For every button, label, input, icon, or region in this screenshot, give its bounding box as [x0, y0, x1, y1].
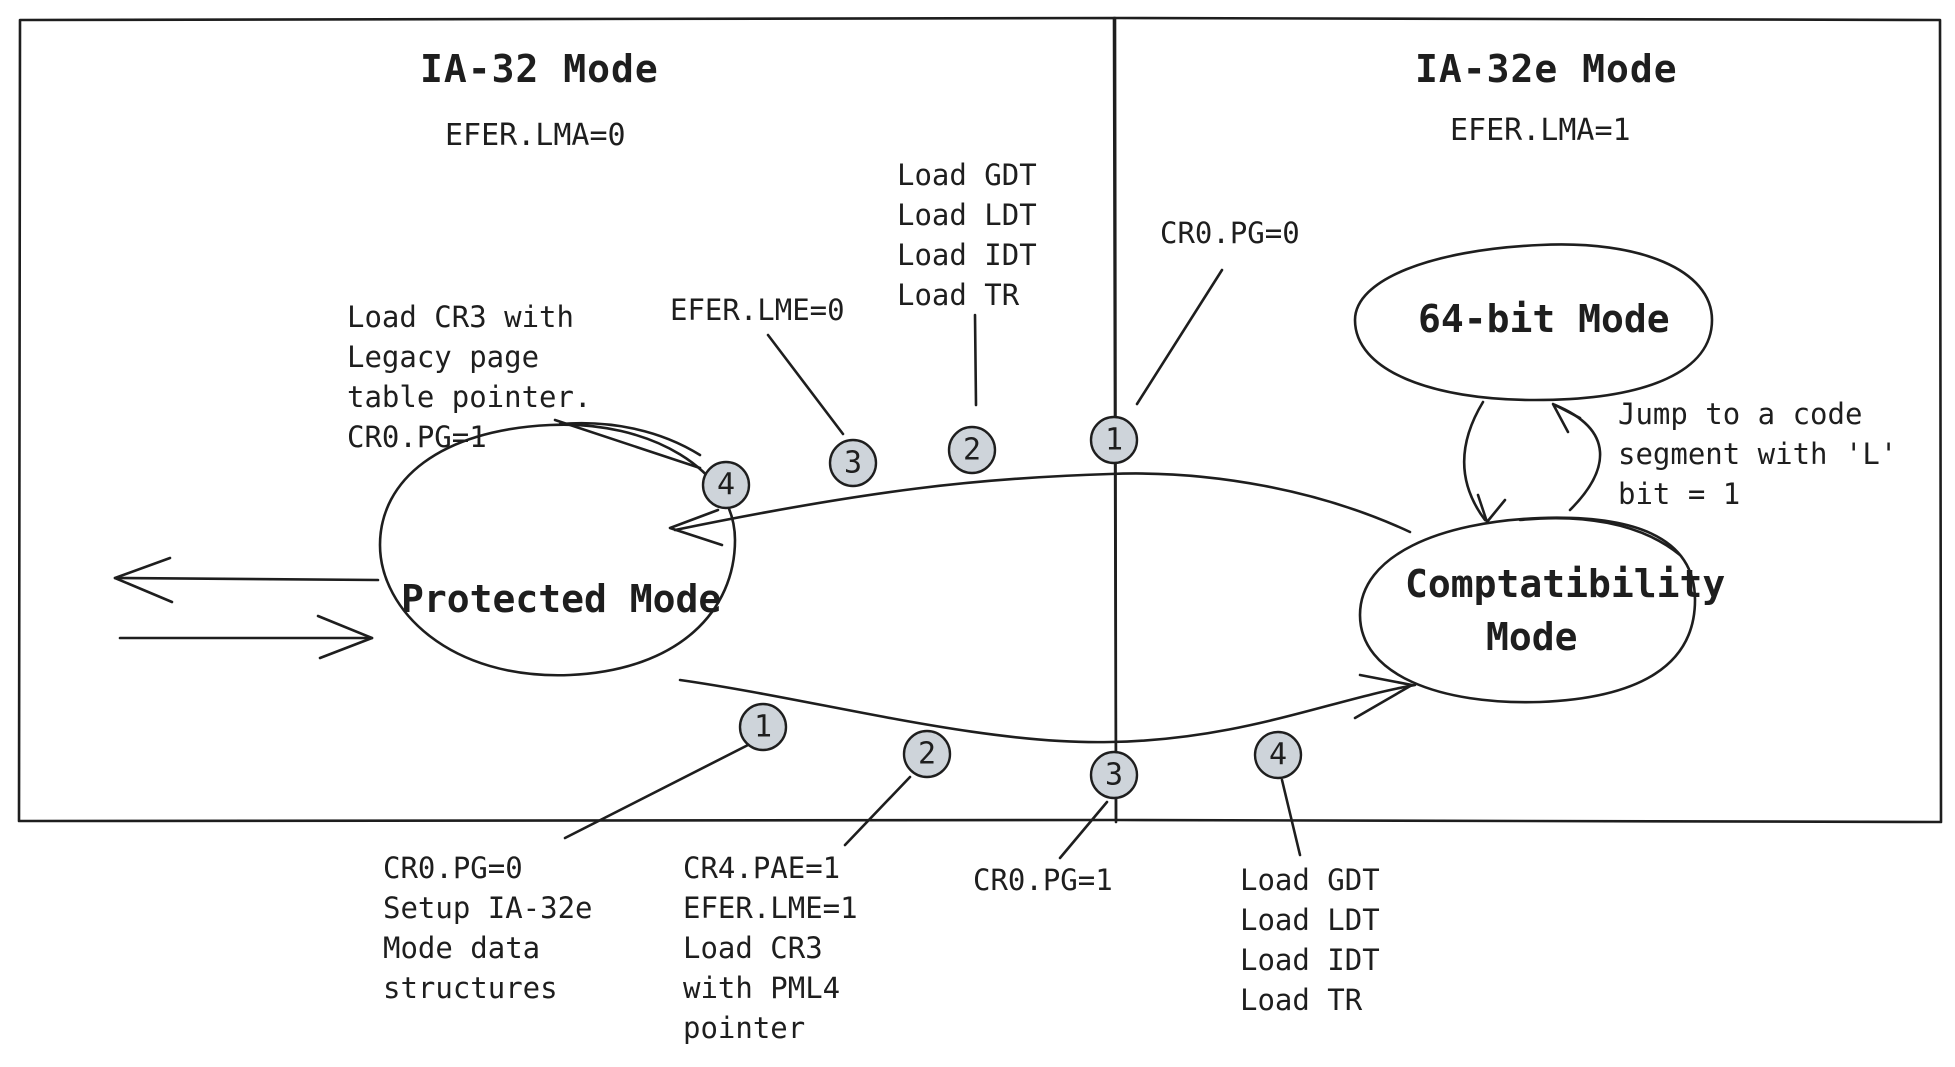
compat-mode-label-line1: Comptatibility	[1405, 562, 1725, 606]
upper-step4-line3: table pointer.	[347, 380, 591, 414]
entry-arrow	[118, 614, 374, 660]
upper-step4-line4: CR0.PG=1	[347, 420, 487, 454]
upper-step4-number: 4	[717, 468, 735, 503]
jump-note-line1: Jump to a code	[1618, 397, 1862, 431]
upper-step2-line4: Load TR	[897, 278, 1020, 312]
lower-step3-line1: CR0.PG=1	[973, 863, 1113, 897]
lower-step4-line2: Load LDT	[1240, 903, 1380, 937]
upper-step2-number: 2	[963, 433, 981, 468]
lower-step3-number: 3	[1105, 758, 1123, 793]
upper-step2-line3: Load IDT	[897, 238, 1037, 272]
ia32e-subtitle: EFER.LMA=1	[1450, 113, 1631, 148]
jump-note-line3: bit = 1	[1618, 477, 1740, 511]
upper-step4-badge	[701, 460, 751, 510]
upper-step1-badge	[1089, 415, 1139, 465]
lower-step1-line3: Mode data	[383, 931, 540, 965]
lower-step4-number: 4	[1269, 738, 1287, 773]
protected-mode-label: Protected Mode	[401, 577, 721, 621]
lower-step2-number: 2	[918, 737, 936, 772]
upper-step1-line1: CR0.PG=0	[1160, 216, 1300, 250]
ia32-subtitle: EFER.LMA=0	[445, 118, 626, 153]
upper-step2-badge	[947, 425, 997, 475]
upper-step4: 4 Load CR3 with Legacy page table pointe…	[347, 300, 751, 510]
lower-step4: 4 Load GDT Load LDT Load IDT Load TR	[1240, 730, 1380, 1017]
lower-transition-arrow	[678, 673, 1417, 744]
lower-step4-line4: Load TR	[1240, 983, 1363, 1017]
upper-step4-line2: Legacy page	[347, 340, 539, 374]
lower-step1-line2: Setup IA-32e	[383, 891, 593, 925]
lower-step4-badge	[1253, 730, 1303, 780]
lower-step1-line4: structures	[383, 971, 558, 1005]
sixtyfour-mode-label: 64-bit Mode	[1418, 297, 1670, 341]
upper-step1: 1 CR0.PG=0	[1089, 216, 1300, 465]
lower-step1-number: 1	[754, 710, 772, 745]
ia32-title: IA-32 Mode	[420, 47, 659, 91]
lower-step2-line3: Load CR3	[683, 931, 823, 965]
lower-step2: 2 CR4.PAE=1 EFER.LME=1 Load CR3 with PML…	[683, 729, 952, 1045]
lower-step2-line2: EFER.LME=1	[683, 891, 858, 925]
exit-arrow	[113, 556, 380, 604]
lower-step3: 3 CR0.PG=1	[973, 750, 1139, 897]
lower-step1: 1 CR0.PG=0 Setup IA-32e Mode data struct…	[383, 702, 788, 1005]
upper-step1-number: 1	[1105, 423, 1123, 458]
lower-step3-badge	[1089, 750, 1139, 800]
jump-note-line2: segment with 'L'	[1618, 437, 1897, 471]
upper-step2-line2: Load LDT	[897, 198, 1037, 232]
compatibility-mode-state: Comptatibility Mode	[1358, 516, 1725, 704]
upper-transition-arrow	[668, 472, 1412, 547]
upper-step2: 2 Load GDT Load LDT Load IDT Load TR	[897, 158, 1037, 475]
upper-step3-badge	[828, 438, 878, 488]
lower-step4-line3: Load IDT	[1240, 943, 1380, 977]
upper-step3-line1: EFER.LME=0	[670, 293, 845, 327]
ia32e-region-box	[1113, 16, 1943, 824]
upper-step4-line1: Load CR3 with	[347, 300, 574, 334]
upper-step3: 3 EFER.LME=0	[670, 293, 878, 488]
jump-note: Jump to a code segment with 'L' bit = 1	[1618, 397, 1897, 511]
lower-step4-line1: Load GDT	[1240, 863, 1380, 897]
compat-to-sixtyfour-arrow	[1551, 402, 1602, 512]
lower-step2-line5: pointer	[683, 1011, 805, 1045]
upper-step3-number: 3	[844, 446, 862, 481]
protected-mode-state: Protected Mode	[378, 421, 737, 677]
upper-step2-line1: Load GDT	[897, 158, 1037, 192]
compat-mode-label-line2: Mode	[1486, 615, 1578, 659]
sixtyfour-mode-state: 64-bit Mode	[1353, 243, 1714, 402]
lower-step2-line4: with PML4	[683, 971, 840, 1005]
lower-step2-badge	[902, 729, 952, 779]
lower-step1-line1: CR0.PG=0	[383, 851, 523, 885]
ia32e-title: IA-32e Mode	[1415, 47, 1678, 91]
lower-step2-line1: CR4.PAE=1	[683, 851, 840, 885]
lower-step1-badge	[738, 702, 788, 752]
sixtyfour-to-compat-arrow	[1462, 400, 1507, 524]
